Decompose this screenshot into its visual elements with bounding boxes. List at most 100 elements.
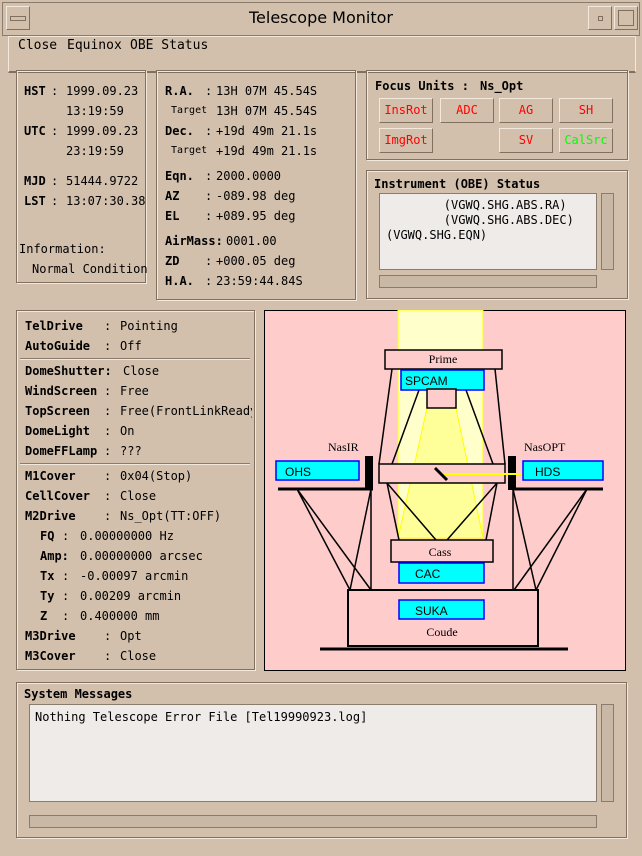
status-label: CellCover [25, 489, 91, 503]
minus-icon [10, 16, 26, 21]
status-value: Off [120, 339, 142, 353]
colon: : [104, 424, 112, 438]
utc-label: UTC [24, 124, 46, 138]
status-value: 0.00000000 Hz [80, 529, 174, 543]
status-label: TelDrive [25, 319, 83, 333]
status-value: 0.400000 mm [80, 609, 160, 623]
horizontal-scrollbar[interactable] [29, 815, 597, 828]
coord-value: 23:59:44.84S [216, 274, 303, 288]
cass-label: Cass [429, 545, 452, 559]
colon: : [104, 384, 112, 398]
lst-label: LST [24, 194, 46, 208]
colon: : [104, 319, 112, 333]
coord-label: Target [171, 105, 208, 116]
focus-button-imgrot[interactable]: ImgRot [379, 128, 433, 153]
coord-value: +000.05 deg [216, 254, 296, 268]
coord-label: R.A. [165, 84, 194, 98]
vertical-scrollbar[interactable] [601, 193, 614, 270]
vertical-scrollbar[interactable] [601, 704, 614, 802]
ohs-label: OHS [285, 465, 311, 479]
focus-button-sh[interactable]: SH [559, 98, 613, 123]
colon: : [104, 489, 112, 503]
colon: : [205, 124, 213, 138]
utc-date: 1999.09.23 [66, 124, 139, 138]
focus-button-ag[interactable]: AG [499, 98, 553, 123]
status-label: Tx [40, 569, 55, 583]
minimize-button[interactable] [588, 6, 612, 30]
coord-label: H.A. [165, 274, 194, 288]
coude-label: Coude [426, 625, 457, 639]
coord-label: EL [165, 209, 180, 223]
hst-time: 13:19:59 [66, 104, 124, 118]
focus-units-panel [366, 70, 628, 160]
colon: : [51, 194, 59, 208]
instrument-status-text: (VGWQ.SHG.ABS.RA) (VGWQ.SHG.ABS.DEC) (VG… [379, 193, 597, 270]
title-bar[interactable] [2, 2, 640, 36]
focus-units-label: Focus Units : [375, 79, 469, 93]
status-value: 0x04(Stop) [120, 469, 193, 483]
menu-obe-status[interactable]: OBE Status [130, 38, 209, 53]
cac-box [398, 562, 485, 584]
window-menu-button[interactable] [6, 6, 30, 30]
colon: : [104, 339, 112, 353]
status-value: On [120, 424, 135, 438]
message-line: Nothing Telescope Error File [Tel1999092… [35, 710, 368, 724]
focus-button-sv[interactable]: SV [499, 128, 553, 153]
minimize-icon [598, 16, 603, 21]
mjd-label: MJD [24, 174, 46, 188]
coord-value: 0001.00 [226, 234, 277, 248]
colon: : [51, 124, 59, 138]
status-value: Pointing [120, 319, 178, 333]
status-label: WindScreen [25, 384, 98, 398]
status-label: Amp: [40, 549, 69, 563]
prime-label: Prime [429, 352, 458, 366]
coord-value: -089.98 deg [216, 189, 296, 203]
colon: : [205, 254, 213, 268]
menu-equinox[interactable]: Equinox [67, 38, 122, 53]
status-line: (VGWQ.SHG.EQN) [386, 228, 488, 242]
status-value: Close [120, 649, 157, 663]
status-label: Z [40, 609, 48, 623]
focus-button-adc[interactable]: ADC [440, 98, 494, 123]
tertiary-mirror [433, 466, 449, 482]
nasopt-label: NasOPT [524, 440, 566, 454]
colon: : [62, 529, 70, 543]
utc-time: 23:19:59 [66, 144, 124, 158]
status-label: Ty [40, 589, 55, 603]
status-value: Close [120, 489, 157, 503]
time-panel [16, 70, 146, 283]
colon: : [104, 509, 112, 523]
colon: : [104, 444, 112, 458]
secondary-mirror [426, 388, 457, 409]
cac-label: CAC [415, 567, 441, 581]
system-messages-title: System Messages [24, 687, 133, 701]
coordinates-panel [156, 70, 356, 300]
truss-lines [296, 368, 588, 591]
system-messages-text: Nothing Telescope Error File [Tel1999092… [29, 704, 597, 802]
colon: : [205, 84, 213, 98]
coord-label: ZD [165, 254, 180, 268]
status-value: ??? [120, 444, 142, 458]
maximize-icon [618, 10, 634, 26]
maximize-button[interactable] [614, 6, 638, 30]
status-value: 0.00209 arcmin [80, 589, 182, 603]
spcam-label: SPCAM [405, 374, 448, 388]
status-value: Close [123, 364, 160, 378]
information-value: Normal Condition [32, 262, 148, 276]
menu-bar [8, 36, 636, 73]
information-label: Information: [19, 242, 106, 256]
status-line: (VGWQ.SHG.ABS.RA) [386, 198, 567, 212]
coord-value: +089.95 deg [216, 209, 296, 223]
telescope-status-panel [16, 310, 255, 670]
colon: : [51, 174, 59, 188]
menu-close[interactable]: Close [18, 38, 58, 53]
status-label: AutoGuide [25, 339, 91, 353]
coord-label: Dec. [165, 124, 194, 138]
focus-button-insrot[interactable]: InsRot [379, 98, 433, 123]
system-messages-panel [16, 682, 627, 838]
focus-button-calsrc[interactable]: CalSrc [559, 128, 613, 153]
status-label: M3Drive [25, 629, 76, 643]
hds-label: HDS [535, 465, 560, 479]
horizontal-scrollbar[interactable] [379, 275, 597, 288]
